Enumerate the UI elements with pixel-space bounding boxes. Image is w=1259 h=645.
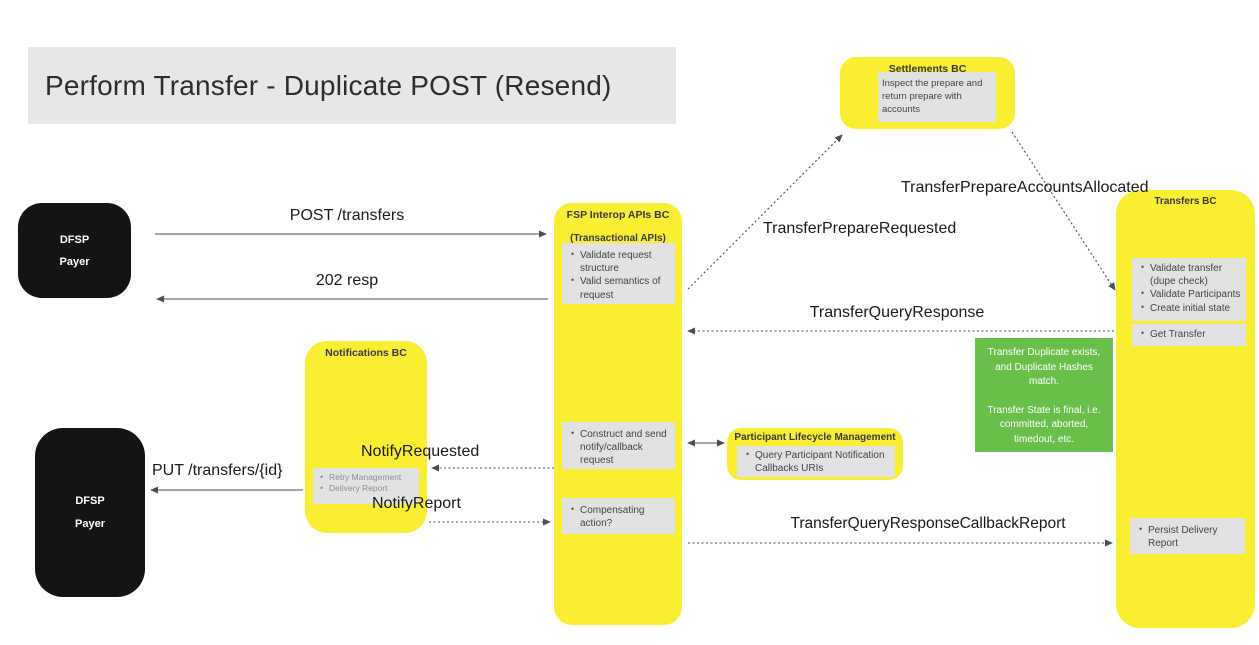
task-item: Construct and send notify/callback reque…	[566, 428, 671, 468]
duplicate-note-p1: Transfer Duplicate exists, and Duplicate…	[987, 347, 1101, 387]
msg-202-resp: 202 resp	[315, 272, 379, 289]
task-item: Delivery Report	[315, 483, 417, 495]
title-banner: Perform Transfer - Duplicate POST (Resen…	[28, 47, 676, 124]
fsp-construct-tasks: Construct and send notify/callback reque…	[562, 422, 675, 469]
fsp-validate-tasks: Validate request structure Valid semanti…	[562, 243, 675, 304]
duplicate-note-p2: Transfer State is final, i.e. committed,…	[987, 404, 1101, 445]
task-item: Validate request structure	[566, 249, 671, 275]
actor-dfsp-payer-top: DFSP Payer	[18, 203, 131, 298]
task-item: Validate transfer (dupe check)	[1136, 262, 1242, 288]
bc-participant-lifecycle-title: Participant Lifecycle Management	[734, 432, 896, 443]
settlements-note: Inspect the prepare and return prepare w…	[878, 72, 996, 122]
task-item: Compensating action?	[566, 504, 671, 530]
msg-transfer-query-response-callback-report: TransferQueryResponseCallbackReport	[790, 515, 1066, 532]
arrow-transfer-prepare-requested	[687, 134, 843, 290]
bc-transfers-title: Transfers BC	[1154, 196, 1217, 207]
arrow-transfer-prepare-accounts-allocated	[1011, 131, 1116, 291]
msg-transfer-prepare-accounts-allocated: TransferPrepareAccountsAllocated	[901, 179, 1149, 196]
page-title: Perform Transfer - Duplicate POST (Resen…	[45, 69, 612, 101]
participant-tasks: Query Participant Notification Callbacks…	[737, 446, 895, 477]
task-item: Valid semantics of request	[566, 275, 671, 301]
msg-transfer-query-response: TransferQueryResponse	[809, 304, 985, 321]
transfers-persist-tasks: Persist Delivery Report	[1130, 518, 1245, 554]
fsp-compensating-tasks: Compensating action?	[562, 498, 675, 534]
task-item: Retry Management	[315, 472, 417, 484]
notifications-tasks: Retry Management Delivery Report	[313, 468, 419, 504]
actor-label-line2: Payer	[59, 255, 90, 268]
msg-notify-report: NotifyReport	[372, 495, 461, 512]
actor-label-line1: DFSP	[75, 495, 105, 507]
bc-notifications-title: Notifications BC	[325, 347, 407, 359]
task-item: Validate Participants	[1136, 288, 1242, 301]
bc-fsp-interop-title: FSP Interop APIs BC	[566, 209, 670, 221]
msg-transfer-prepare-requested: TransferPrepareRequested	[763, 220, 957, 237]
actor-dfsp-payer-bottom: DFSP Payer	[35, 428, 145, 597]
task-item: Create initial state	[1136, 302, 1242, 315]
actor-label-line2: Payer	[75, 518, 105, 530]
actor-label-line1: DFSP	[59, 233, 90, 246]
transfers-validate-tasks: Validate transfer (dupe check) Validate …	[1132, 258, 1246, 321]
msg-post-transfers: POST /transfers	[289, 207, 405, 224]
bc-transfers: Transfers BC	[1116, 190, 1255, 628]
msg-notify-requested: NotifyRequested	[361, 443, 480, 460]
bc-fsp-interop-subtitle: (Transactional APIs)	[570, 233, 666, 244]
transfers-get-tasks: Get Transfer	[1132, 324, 1246, 346]
msg-put-transfers-id: PUT /transfers/{id}	[152, 462, 283, 479]
task-item: Query Participant Notification Callbacks…	[741, 449, 891, 475]
task-item: Persist Delivery Report	[1134, 524, 1241, 550]
duplicate-note: Transfer Duplicate exists, and Duplicate…	[975, 338, 1113, 452]
task-item: Get Transfer	[1136, 328, 1242, 341]
